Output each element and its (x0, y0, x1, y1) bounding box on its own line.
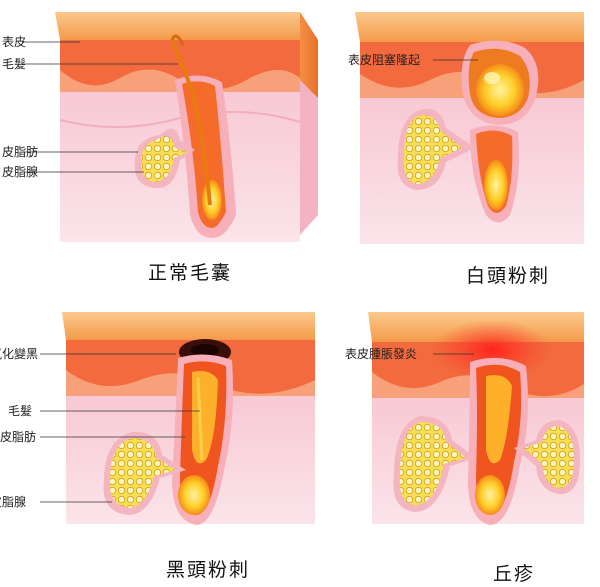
caption-normal-follicle: 正常毛囊 (148, 262, 233, 284)
caption-whitehead: 白頭粉刺 (466, 265, 551, 287)
panel-papule (368, 312, 584, 525)
label-sebaceous-gland: 皮脂腺 (2, 165, 39, 179)
caption-blackhead: 黑頭粉刺 (166, 559, 251, 581)
label-hair: 毛髮 (2, 57, 27, 71)
label-sebum: 皮脂肪 (2, 145, 39, 159)
panel-normal-follicle (22, 12, 318, 242)
panel-blackhead (40, 312, 315, 525)
label-epidermis-inflamed: 表皮腫脹發炎 (345, 347, 418, 361)
label-sebaceous-gland-blackhead: 皮脂腺 (0, 495, 27, 509)
label-epidermis: 表皮 (2, 35, 27, 49)
label-epidermis-blocked: 表皮阻塞隆起 (348, 53, 421, 67)
label-oxidized: 氧化變黑 (0, 347, 39, 361)
panel-whitehead (355, 12, 584, 244)
label-hair-blackhead: 毛髮 (8, 404, 33, 418)
label-sebum-blackhead: 皮脂肪 (0, 430, 37, 444)
caption-papule: 丘疹 (493, 563, 536, 585)
